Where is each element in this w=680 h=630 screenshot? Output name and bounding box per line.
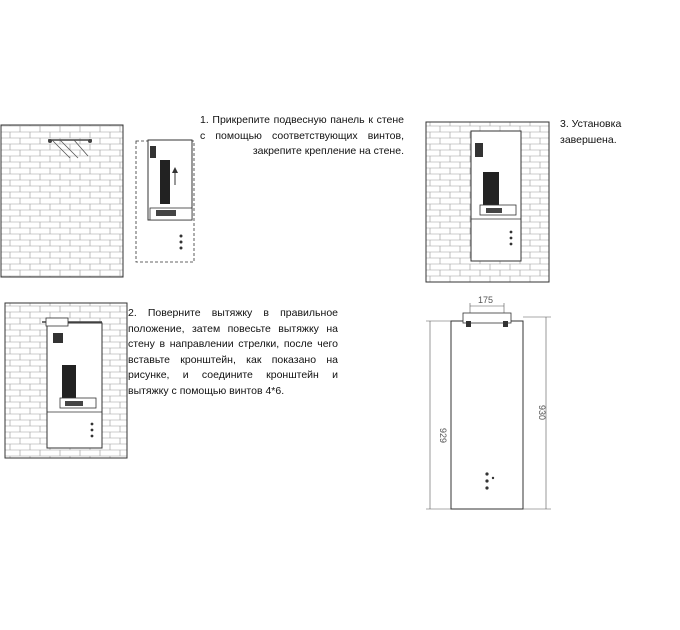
step3-figure <box>425 121 550 283</box>
dimension-height-left-label: 929 <box>438 428 448 443</box>
arrow-up-icon <box>172 167 178 173</box>
dimension-drawing: 175 929 930 <box>426 295 551 510</box>
step1-caption: 1. Прикрепите подвесную панель к стене с… <box>200 114 404 157</box>
step1-wall-figure <box>0 124 124 278</box>
wall-bracket <box>48 139 92 159</box>
step1-hood-figure <box>135 139 195 263</box>
step2-caption: 2. Поверните вытяжку в правильное положе… <box>128 307 338 397</box>
step2-figure <box>4 302 128 459</box>
step3-caption: 3. Установка завершена. <box>560 118 622 146</box>
dimension-height-right-label: 930 <box>537 405 547 420</box>
dimension-width-label: 175 <box>478 295 493 305</box>
